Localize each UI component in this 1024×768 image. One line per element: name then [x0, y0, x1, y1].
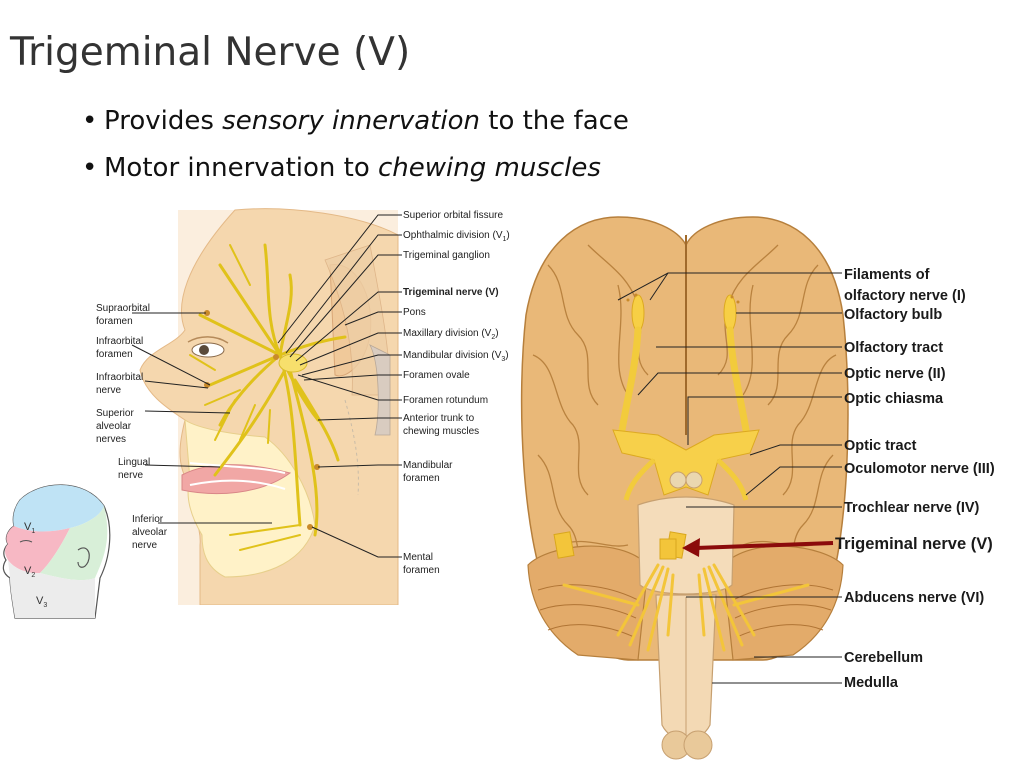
face-label-infraorbital-nerve-2: nerve	[96, 385, 121, 396]
face-label-superior-alveolar-3: nerves	[96, 434, 126, 445]
face-label-infraorbital-nerve: Infraorbital	[96, 372, 143, 383]
face-label-infraorbital-foramen-2: foramen	[96, 349, 133, 360]
face-label-mandibular-division: Mandibular division (V3)	[403, 350, 509, 363]
face-label-lingual-nerve-2: nerve	[118, 470, 143, 481]
bullet-emphasis: chewing muscles	[378, 153, 601, 183]
face-label-maxillary-division: Maxillary division (V2)	[403, 328, 499, 341]
dermatome-head-diagram: V1 V2 V3	[2, 484, 111, 619]
brain-label-filaments-olfactory: Filaments of	[844, 267, 930, 283]
face-label-mental-foramen: Mental	[403, 552, 433, 563]
face-label-mental-foramen-2: foramen	[403, 565, 440, 576]
brain-cranial-nerves-diagram: Filaments of olfactory nerve (I) Olfacto…	[520, 216, 995, 760]
brain-label-olfactory-tract: Olfactory tract	[844, 340, 943, 356]
brain-label-trochlear-nerve: Trochlear nerve (IV)	[844, 500, 980, 516]
face-label-supraorbital-foramen-2: foramen	[96, 316, 133, 327]
brain-label-optic-nerve: Optic nerve (II)	[844, 366, 946, 382]
dermatome-label-v1: V1	[24, 521, 35, 535]
dermatome-label-v3: V3	[36, 595, 47, 609]
bullet-emphasis: sensory innervation	[222, 106, 480, 136]
face-label-superior-alveolar: Superior	[96, 408, 134, 419]
bullet-text: Motor innervation to	[104, 153, 379, 183]
face-label-foramen-rotundum: Foramen rotundum	[403, 395, 488, 406]
slide-title: Trigeminal Nerve (V)	[10, 30, 411, 75]
face-label-trigeminal-ganglion: Trigeminal ganglion	[403, 250, 490, 261]
brain-label-abducens-nerve: Abducens nerve (VI)	[844, 590, 984, 606]
bullet-item-motor: •Motor innervation to chewing muscles	[82, 153, 629, 200]
face-label-foramen-ovale: Foramen ovale	[403, 370, 470, 381]
brain-label-cerebellum: Cerebellum	[844, 650, 923, 666]
face-label-inferior-alveolar-3: nerve	[132, 540, 157, 551]
brain-label-optic-chiasma: Optic chiasma	[844, 391, 944, 407]
face-label-trigeminal-nerve: Trigeminal nerve (V)	[403, 287, 499, 298]
face-label-lingual-nerve: Lingual	[118, 457, 150, 468]
face-label-supraorbital-foramen: Supraorbital	[96, 303, 150, 314]
face-label-pons: Pons	[403, 307, 426, 318]
face-label-inferior-alveolar-2: alveolar	[132, 527, 168, 538]
bullet-dot-icon: •	[82, 153, 98, 183]
brain-label-olfactory-bulb: Olfactory bulb	[844, 307, 942, 323]
bullet-text: Provides	[104, 106, 223, 136]
brain-label-filaments-olfactory-2: olfactory nerve (I)	[844, 288, 966, 304]
bullet-text: to the face	[479, 106, 629, 136]
bullet-list: •Provides sensory innervation to the fac…	[82, 106, 629, 200]
face-label-infraorbital-foramen: Infraorbital	[96, 336, 143, 347]
face-label-anterior-trunk: Anterior trunk to	[403, 413, 475, 424]
brain-label-oculomotor-nerve: Oculomotor nerve (III)	[844, 461, 995, 477]
brain-label-leaders	[617, 272, 842, 684]
brain-label-trigeminal-nerve: Trigeminal nerve (V)	[835, 535, 993, 553]
face-label-mandibular-foramen-2: foramen	[403, 473, 440, 484]
trigeminal-arrow-icon	[682, 538, 834, 557]
dermatome-label-v2: V2	[24, 565, 35, 579]
face-label-mandibular-foramen: Mandibular	[403, 460, 453, 471]
face-nerve-diagram: Superior orbital fissure Ophthalmic divi…	[96, 208, 510, 605]
face-label-superior-orbital-fissure: Superior orbital fissure	[403, 210, 503, 221]
brain-label-optic-tract: Optic tract	[844, 438, 917, 454]
face-label-ophthalmic-division: Ophthalmic division (V1)	[403, 230, 510, 243]
bullet-item-sensory: •Provides sensory innervation to the fac…	[82, 106, 629, 153]
brain-label-medulla: Medulla	[844, 675, 899, 691]
face-label-inferior-alveolar: Inferior	[132, 514, 164, 525]
face-label-superior-alveolar-2: alveolar	[96, 421, 132, 432]
face-label-leaders	[131, 214, 402, 558]
face-label-chewing-muscles: chewing muscles	[403, 426, 479, 437]
bullet-dot-icon: •	[82, 106, 98, 136]
